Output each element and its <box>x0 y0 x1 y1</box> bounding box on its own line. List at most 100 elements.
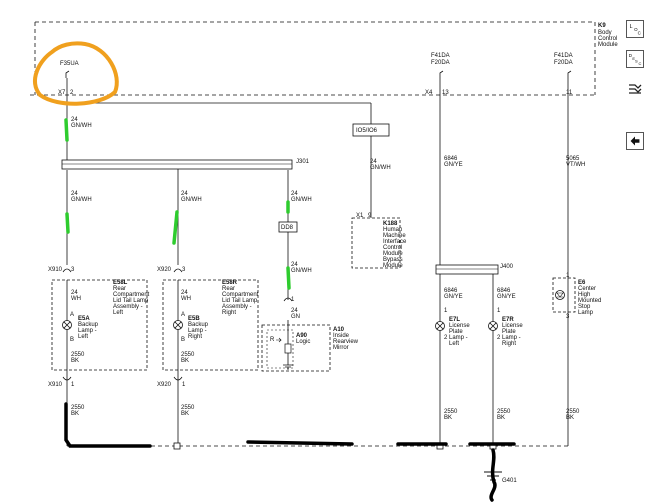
diagram-label: 24 <box>181 191 188 197</box>
diagram-label: BK <box>181 358 189 364</box>
e6-led-icon <box>555 290 565 300</box>
x920-top-label: X920 <box>157 267 172 273</box>
diagram-label: BK <box>71 411 79 417</box>
diagram-label: 6846 <box>444 288 458 294</box>
diagram-label: GN <box>291 314 300 320</box>
diagram-label: Lamp - <box>502 335 521 341</box>
diagram-label: 2550 <box>71 352 85 358</box>
diagram-label: Lamp - <box>78 328 97 334</box>
diagram-label: 2550 <box>181 352 195 358</box>
x4-pin-right: 11 <box>566 90 573 96</box>
e7l-lamp: 1 2 E7L License Plate Lamp - Left <box>435 308 470 347</box>
diagram-label: 1 <box>566 273 570 279</box>
x4-label: X4 <box>425 90 433 96</box>
diagram-label: 1 <box>71 382 75 388</box>
diagram-label: Center <box>578 286 596 292</box>
diagram-label: 6846 <box>444 156 458 162</box>
diagram-label: 24 <box>181 290 188 296</box>
diagram-label: E7R <box>502 317 514 323</box>
fuse-left-label: F35UA <box>60 61 79 67</box>
diagram-label: 24 <box>291 308 298 314</box>
diagram-label: Lamp <box>578 310 594 316</box>
diagram-label: VT/WH <box>566 162 585 168</box>
diagram-label: Control <box>383 245 402 251</box>
diagram-label: Assembly - <box>222 304 252 310</box>
diagram-label: GN/WH <box>181 197 202 203</box>
diagram-label: Assembly - <box>113 304 143 310</box>
diagram-label: G401 <box>502 478 517 484</box>
module-name-3: Module <box>598 42 618 48</box>
diagram-label: Left <box>449 341 459 347</box>
svg-text:O: O <box>634 27 638 32</box>
diagram-label: 3 <box>566 314 570 320</box>
diagram-label: Backup <box>78 322 99 328</box>
module-name-2: Control <box>598 36 617 42</box>
diagram-label: 5065 <box>566 156 580 162</box>
ground-markers <box>64 402 516 502</box>
diagram-label: E5A <box>78 316 90 322</box>
diagram-label: 1 <box>291 297 295 303</box>
svg-text:D: D <box>629 53 632 58</box>
diagram-label: Human <box>383 227 402 233</box>
diagram-label: GN/WH <box>291 268 312 274</box>
diagram-label: Compartment <box>113 292 150 298</box>
diagram-label: Left <box>113 310 123 316</box>
diagram-label: Left <box>78 334 88 340</box>
diagram-label: Inside <box>333 333 350 339</box>
diagram-label: Module <box>383 263 403 269</box>
diagram-label: BK <box>71 358 79 364</box>
x910-bottom-label: X910 <box>48 382 63 388</box>
diagram-label: B <box>181 337 185 343</box>
module-name-1: Body <box>598 30 612 36</box>
j301-label: J301 <box>296 159 310 165</box>
k188-module: X1 9 K188 Human Machine Interface Contro… <box>351 213 407 269</box>
dd8-box: DD8 <box>278 221 298 233</box>
svg-text:S: S <box>635 59 638 64</box>
x920-bottom-label: X920 <box>157 382 172 388</box>
diagram-label: GN/YE <box>497 294 516 300</box>
diagram-label: Rearview <box>333 339 359 345</box>
diagram-label: Plate <box>449 329 463 335</box>
fuse-mid-label-2: F20DA <box>431 60 450 66</box>
diagram-label: E7L <box>449 317 460 323</box>
e6-lamp: 1 3 E6 Center High Mounted Stop Lamp <box>552 273 601 320</box>
e58l-assembly: E58L Rear Compartment Lid Tail Lamp Asse… <box>51 279 150 371</box>
diagram-label: 1 <box>182 382 186 388</box>
diagram-label: R <box>270 337 275 343</box>
diagram-label: Right <box>222 310 236 316</box>
diagram-label: K188 <box>383 221 398 227</box>
connector-icon[interactable] <box>626 80 644 98</box>
diagram-label: A10 <box>333 327 345 333</box>
diagram-label: Bypass <box>383 257 403 263</box>
e7r-lamp: 1 2 E7R License Plate Lamp - Right <box>488 308 523 347</box>
splice-j400: J400 <box>435 264 514 275</box>
wires <box>66 78 569 472</box>
diagram-label: GN/WH <box>71 197 92 203</box>
diagram-label: Compartment <box>222 292 259 298</box>
body-control-module: K9 Body Control Module <box>30 21 618 96</box>
io-box: IO5/IO6 <box>352 123 390 137</box>
io-label: IO5/IO6 <box>356 128 378 134</box>
diagram-label: GN/WH <box>291 197 312 203</box>
diagram-label: Mirror <box>333 345 349 351</box>
diagram-label: Backup <box>188 322 209 328</box>
diagram-label: Lamp - <box>188 328 207 334</box>
green-highlights <box>64 118 291 290</box>
back-arrow-icon[interactable] <box>626 132 644 150</box>
diagram-label: GN/YE <box>444 294 463 300</box>
diagram-label: 6846 <box>497 288 511 294</box>
diagram-label: Lid Tail Lamp <box>222 298 258 304</box>
diagram-label: WH <box>71 296 81 302</box>
fuse-right-label-2: F20DA <box>554 60 573 66</box>
diagram-label: 1 <box>444 308 448 314</box>
diagram-label: 2 <box>444 335 448 341</box>
diagram-label: 1 <box>497 308 501 314</box>
diagram-label: Rear <box>113 286 126 292</box>
svg-text:L: L <box>630 24 633 30</box>
diagram-label: GN/WH <box>71 123 92 129</box>
diagram-label: 24 <box>71 290 78 296</box>
diagram-label: License <box>502 323 523 329</box>
